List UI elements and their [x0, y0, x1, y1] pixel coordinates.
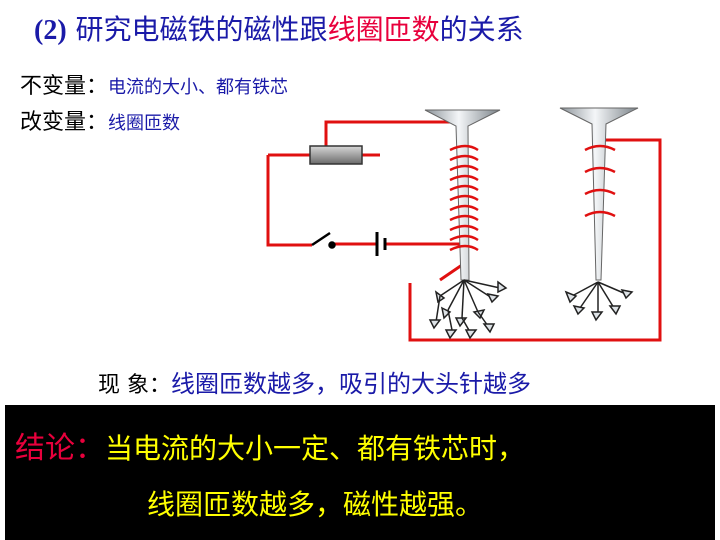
variable-value: 线圈匝数 — [108, 113, 181, 134]
conclusion-line-1: 结论：当电流的大小一定、都有铁芯时， — [15, 423, 525, 467]
phenomenon-label: 现 象： — [98, 373, 171, 398]
right-iron-core — [559, 107, 639, 281]
page-title: (2) 研究电磁铁的磁性跟线圈匝数的关系 — [34, 8, 524, 48]
constant-value: 电流的大小、都有铁芯 — [108, 77, 289, 98]
phenomenon-row: 现 象：线圈匝数越多，吸引的大头针越多 — [98, 364, 531, 399]
constant-label: 不变量： — [20, 74, 109, 99]
phenomenon-value: 线圈匝数越多，吸引的大头针越多 — [171, 370, 531, 398]
conclusion-text-1: 当电流的大小一定、都有铁芯时， — [105, 432, 526, 465]
variable-label: 改变量： — [20, 110, 109, 135]
pins-left — [428, 279, 508, 340]
constant-row: 不变量：电流的大小、都有铁芯 — [20, 68, 288, 100]
conclusion-text-2: 线圈匝数越多，磁性越强。 — [147, 488, 484, 521]
variable-row: 改变量：线圈匝数 — [20, 104, 180, 136]
rheostat — [309, 145, 363, 165]
left-coil — [449, 144, 479, 252]
pins-right — [564, 281, 634, 322]
conclusion-box: 结论：当电流的大小一定、都有铁芯时， 线圈匝数越多，磁性越强。 — [5, 405, 715, 540]
title-number: (2) — [34, 15, 67, 46]
switch — [311, 231, 336, 249]
conclusion-label: 结论： — [15, 431, 105, 466]
right-coil — [584, 144, 616, 218]
battery — [375, 232, 387, 256]
title-highlight: 线圈匝数 — [327, 13, 440, 46]
title-main: 研究电磁铁的磁性跟 — [66, 13, 328, 46]
circuit-diagram — [266, 107, 662, 342]
title-suffix: 的关系 — [439, 13, 524, 46]
